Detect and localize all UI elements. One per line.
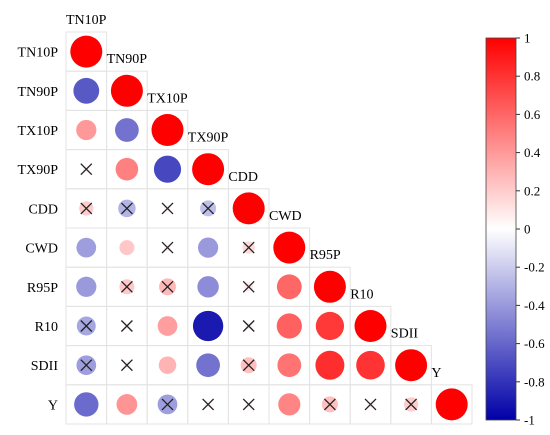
diagonal-label-r10: R10 <box>350 287 373 302</box>
cell-grid <box>65 31 473 425</box>
colorbar-tick-label-0: 1 <box>524 31 531 46</box>
nonsignificant-cross-8-0 <box>80 359 93 372</box>
colorbar-gradient <box>485 37 517 421</box>
diagonal-label-y: Y <box>431 366 441 381</box>
corr-circle-y-y <box>435 388 468 421</box>
corr-circle-sdii-r10 <box>356 350 385 380</box>
corr-circle-r10-r95p <box>315 311 345 341</box>
corr-circle-sdii-cwd <box>277 353 302 378</box>
colorbar-ticks: 1 0.8 0.6 0.4 0.2 0 -0.2 -0.4 -0.6 -0.8 -1 <box>516 31 545 428</box>
diagonal-label-tn10p: TN10P <box>66 13 107 28</box>
row-label-y: Y <box>48 398 58 413</box>
colorbar-tick-label-10: -1 <box>524 413 535 428</box>
corr-circle-r95p-r95p <box>313 270 346 303</box>
corr-circle-cwd-cwd <box>273 231 306 264</box>
nonsignificant-cross-7-0 <box>80 320 93 332</box>
nonsignificant-cross-9-4 <box>242 398 255 411</box>
diagonal-label-cwd: CWD <box>269 209 302 224</box>
row-label-tx90p: TX90P <box>18 163 59 178</box>
cell-9-9 <box>430 384 473 425</box>
corr-circle-y-tn90p <box>116 394 138 415</box>
nonsignificant-cross-6-1 <box>120 280 133 293</box>
corr-circle-r95p-tn10p <box>76 276 97 297</box>
nonsignificant-cross-5-2 <box>161 241 174 254</box>
corr-circle-cwd-tx90p <box>197 237 219 258</box>
corr-circle-r10-cwd <box>276 313 302 339</box>
corr-circle-r10-tx10p <box>157 316 178 336</box>
correlation-markers <box>70 35 468 421</box>
nonsignificant-cross-9-6 <box>323 398 336 411</box>
nonsignificant-cross-9-3 <box>202 398 215 411</box>
colorbar-tick-label-1: 0.8 <box>524 69 540 84</box>
nonsignificant-cross-3-0 <box>80 163 93 176</box>
nonsignificant-cross-9-7 <box>364 398 377 411</box>
diagonal-label-tx10p: TX10P <box>147 91 188 106</box>
row-label-cdd: CDD <box>28 202 58 217</box>
colorbar-tick-label-6: -0.2 <box>524 260 545 275</box>
corr-circle-sdii-tx10p <box>158 356 177 374</box>
row-label-r10: R10 <box>35 320 58 335</box>
corr-circle-r10-r10 <box>354 310 387 342</box>
corr-circle-sdii-sdii <box>395 349 428 382</box>
colorbar-tick-label-3: 0.4 <box>524 145 541 160</box>
colorbar-tick-label-2: 0.6 <box>524 107 541 122</box>
diagonal-label-tx90p: TX90P <box>188 131 229 146</box>
nonsignificant-cross-4-3 <box>202 202 215 215</box>
nonsignificant-cross-7-4 <box>242 320 255 332</box>
diagonal-label-r95p: R95P <box>310 248 341 263</box>
nonsignificant-cross-8-1 <box>120 359 133 372</box>
colorbar-tick-label-8: -0.6 <box>524 336 545 351</box>
row-label-sdii: SDII <box>31 359 59 374</box>
diagonal-label-tn90p: TN90P <box>107 52 148 67</box>
corr-circle-tx90p-tn90p <box>115 157 139 181</box>
corr-circle-tn90p-tn10p <box>73 77 100 104</box>
corr-circle-tn10p-tn10p <box>70 35 103 68</box>
nonsignificant-cross-9-2 <box>161 398 174 411</box>
corr-circle-tx10p-tn90p <box>115 118 139 142</box>
corr-circle-tn90p-tn90p <box>110 74 143 107</box>
diagonal-label-sdii: SDII <box>391 327 419 342</box>
nonsignificant-cross-8-4 <box>242 359 255 372</box>
corr-circle-cwd-tn90p <box>119 240 135 256</box>
diagonal-label-cdd: CDD <box>228 170 258 185</box>
corr-circle-sdii-r95p <box>315 350 345 380</box>
corr-circle-tx10p-tn10p <box>76 119 97 141</box>
nonsignificant-cross-5-4 <box>242 241 255 254</box>
corr-circle-tx90p-tx10p <box>153 155 182 183</box>
row-label-r95p: R95P <box>27 281 58 296</box>
corr-circle-cdd-cdd <box>232 192 265 225</box>
nonsignificant-cross-9-8 <box>405 398 418 411</box>
colorbar-tick-label-4: 0.2 <box>524 183 540 198</box>
corr-circle-cwd-tn10p <box>76 237 97 258</box>
colorbar-tick-label-5: 0 <box>524 222 531 237</box>
nonsignificant-cross-4-1 <box>120 202 133 215</box>
nonsignificant-cross-4-0 <box>80 202 93 215</box>
corr-circle-y-tn10p <box>74 392 99 417</box>
row-label-tn90p: TN90P <box>18 85 59 100</box>
corr-circle-y-cwd <box>278 393 301 416</box>
nonsignificant-cross-6-4 <box>242 280 255 293</box>
corr-circle-r95p-tx90p <box>197 276 219 298</box>
nonsignificant-cross-6-2 <box>161 280 174 293</box>
row-label-tn10p: TN10P <box>18 46 59 61</box>
row-label-cwd: CWD <box>25 242 58 257</box>
nonsignificant-cross-4-2 <box>161 202 174 215</box>
row-label-tx10p: TX10P <box>18 124 59 139</box>
colorbar-tick-label-9: -0.8 <box>524 374 545 389</box>
corr-circle-r10-tx90p <box>192 310 224 342</box>
corr-circle-r95p-cwd <box>276 274 302 300</box>
corr-circle-tx90p-tx90p <box>192 153 225 186</box>
colorbar: 1 0.8 0.6 0.4 0.2 0 -0.2 -0.4 -0.6 -0.8 -1 <box>485 31 545 428</box>
colorbar-tick-label-7: -0.4 <box>524 298 545 313</box>
nonsignificant-cross-7-1 <box>120 320 133 332</box>
corr-circle-tx10p-tx10p <box>151 114 184 146</box>
corr-circle-sdii-tx90p <box>196 353 220 378</box>
